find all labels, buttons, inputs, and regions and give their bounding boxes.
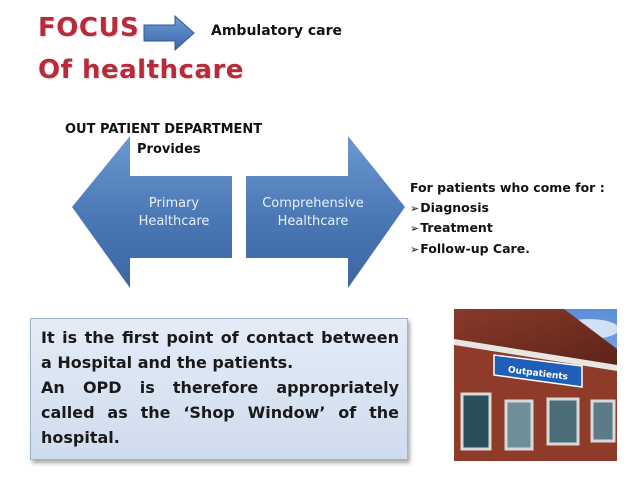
ambulatory-care-text: Ambulatory care — [211, 23, 343, 39]
list-item: ➢Diagnosis — [410, 199, 489, 215]
info-line-1: It is the first point of contact between… — [41, 328, 399, 372]
info-line-2: An OPD is therefore appropriately called… — [41, 378, 399, 447]
arrowhead-bullet-icon: ➢ — [410, 222, 420, 235]
arrowhead-bullet-icon: ➢ — [410, 201, 420, 215]
healthcare-arrows-diagram — [72, 136, 405, 288]
list-item: ➢Follow-up Care. — [410, 240, 530, 256]
provides-label: Provides — [137, 142, 201, 157]
info-box: It is the first point of contact between… — [30, 318, 408, 460]
left-arrow-shape — [72, 136, 232, 288]
comprehensive-healthcare-label: Comprehensive Healthcare — [262, 196, 364, 229]
opd-title: OUT PATIENT DEPARTMENT — [65, 122, 263, 137]
of-healthcare-title: Of healthcare — [38, 55, 244, 85]
focus-title: FOCUS — [38, 13, 140, 43]
patients-list: For patients who come for : ➢Diagnosis ➢… — [410, 178, 605, 259]
right-arrow-icon — [143, 14, 195, 52]
primary-healthcare-label: Primary Healthcare — [138, 196, 210, 229]
outpatients-building-photo: Outpatients — [454, 309, 617, 461]
arrowhead-bullet-icon: ➢ — [410, 242, 420, 256]
right-arrow-shape — [246, 136, 405, 288]
list-item: ➢Treatment — [410, 220, 493, 235]
patients-heading: For patients who come for : — [410, 180, 605, 195]
